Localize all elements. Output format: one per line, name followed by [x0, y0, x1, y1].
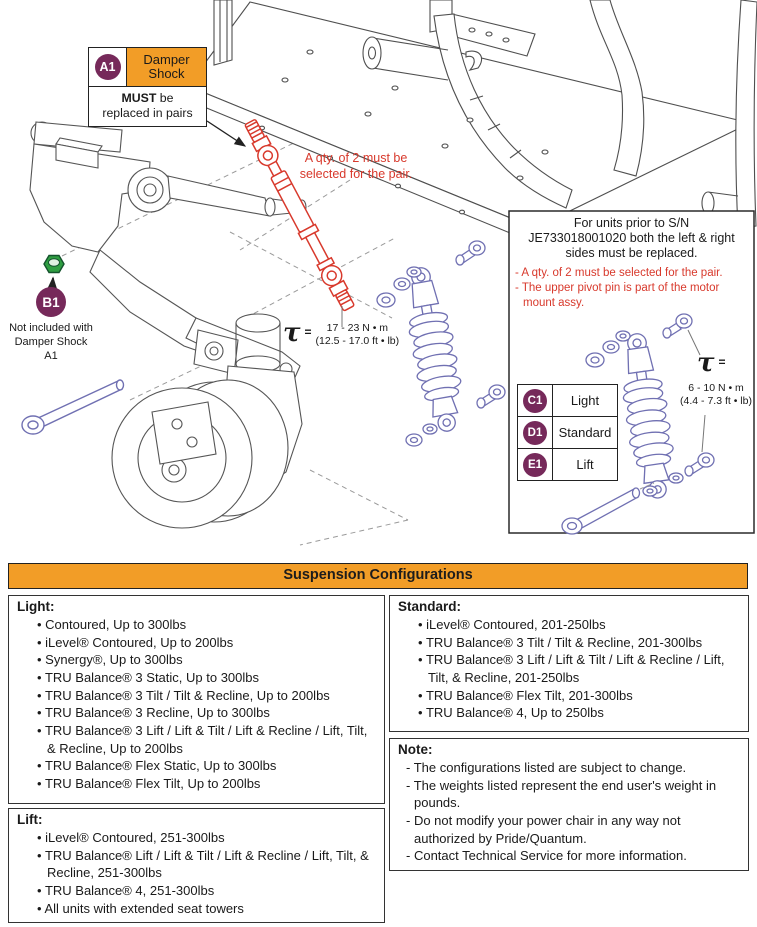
config-item: TRU Balance® Lift / Lift & Tilt / Lift &…	[37, 847, 376, 882]
config-heading: Lift:	[17, 812, 43, 827]
caster-wheel-assembly	[111, 313, 303, 529]
config-item: Synergy®, Up to 300lbs	[37, 651, 376, 669]
note-item: The weights listed represent the end use…	[406, 777, 740, 812]
note-item: The configurations listed are subject to…	[406, 759, 740, 777]
config-box-standard: Standard: iLevel® Contoured, 201-250lbs …	[389, 595, 749, 732]
sn-bullet: The upper pivot pin is part of the motor…	[515, 281, 748, 311]
config-box-lift: Lift: iLevel® Contoured, 251-300lbs TRU …	[8, 808, 385, 923]
config-item: All units with extended seat towers	[37, 900, 376, 918]
note-item: Do not modify your power chair in any wa…	[406, 812, 740, 847]
torque-spec-left: τ = 17 - 23 N • m (12.5 - 17.0 ft • lb)	[283, 318, 400, 348]
config-heading: Standard:	[398, 599, 462, 614]
shock-hardware-center	[376, 240, 506, 447]
config-item: TRU Balance® 3 Static, Up to 300lbs	[37, 669, 376, 687]
config-heading: Light:	[17, 599, 55, 614]
note-item: Contact Technical Service for more infor…	[406, 847, 740, 865]
coil-shock-center	[397, 263, 470, 436]
qty-note: A qty. of 2 must be selected for the pai…	[299, 151, 413, 181]
config-item: iLevel® Contoured, Up to 200lbs	[37, 634, 376, 652]
config-item: TRU Balance® 3 Tilt / Tilt & Recline, 20…	[418, 634, 740, 652]
config-box-light: Light: Contoured, Up to 300lbs iLevel® C…	[8, 595, 385, 804]
torque-spec-right: τ =	[697, 348, 726, 378]
legend-row: D1 Standard	[518, 417, 617, 449]
config-item: TRU Balance® 3 Recline, Up to 300lbs	[37, 704, 376, 722]
config-item: TRU Balance® 4, 251-300lbs	[37, 882, 376, 900]
shock-hardware-right	[561, 313, 715, 535]
tau-symbol: τ	[283, 318, 301, 348]
config-item: TRU Balance® 4, Up to 250lbs	[418, 704, 740, 722]
legend-row: E1 Lift	[518, 449, 617, 480]
b1-note: Not included with Damper Shock A1	[9, 322, 93, 362]
config-item: iLevel® Contoured, 201-250lbs	[418, 616, 740, 634]
tau-symbol: τ	[697, 348, 715, 378]
bolt-icon	[21, 379, 125, 435]
config-section-header: Suspension Configurations	[8, 563, 748, 589]
chair-frame	[179, 0, 757, 241]
damper-shock-red	[244, 119, 355, 312]
a1-part-label: Damper Shock	[127, 48, 206, 86]
config-item: TRU Balance® Flex Tilt, Up to 200lbs	[37, 775, 376, 793]
b1-badge: B1	[36, 287, 66, 317]
a1-badge-cell: A1	[89, 48, 127, 86]
config-item: TRU Balance® 3 Lift / Lift & Tilt / Lift…	[418, 651, 740, 686]
a1-badge: A1	[94, 54, 121, 80]
sn-bullet: A qty. of 2 must be selected for the pai…	[515, 266, 748, 281]
c1-badge: C1	[523, 388, 547, 413]
config-heading: Note:	[398, 742, 433, 757]
legend-row: C1 Light	[518, 385, 617, 417]
a1-arrow	[206, 120, 247, 147]
torque-right-values: 6 - 10 N • m (4.4 - 7.3 ft • lb)	[680, 382, 752, 407]
shock-legend-table: C1 Light D1 Standard E1 Lift	[517, 384, 618, 481]
nut-icon	[43, 254, 65, 274]
suspension-diagram	[21, 0, 757, 546]
d1-badge: D1	[523, 420, 547, 445]
config-item: iLevel® Contoured, 251-300lbs	[37, 829, 376, 847]
config-item: TRU Balance® 3 Lift / Lift & Tilt / Lift…	[37, 722, 376, 757]
e1-badge: E1	[523, 452, 547, 477]
config-item: TRU Balance® Flex Static, Up to 300lbs	[37, 757, 376, 775]
config-item: Contoured, Up to 300lbs	[37, 616, 376, 634]
config-box-note: Note: The configurations listed are subj…	[389, 738, 749, 871]
config-item: TRU Balance® 3 Tilt / Tilt & Recline, Up…	[37, 687, 376, 705]
config-item: TRU Balance® Flex Tilt, 201-300lbs	[418, 687, 740, 705]
